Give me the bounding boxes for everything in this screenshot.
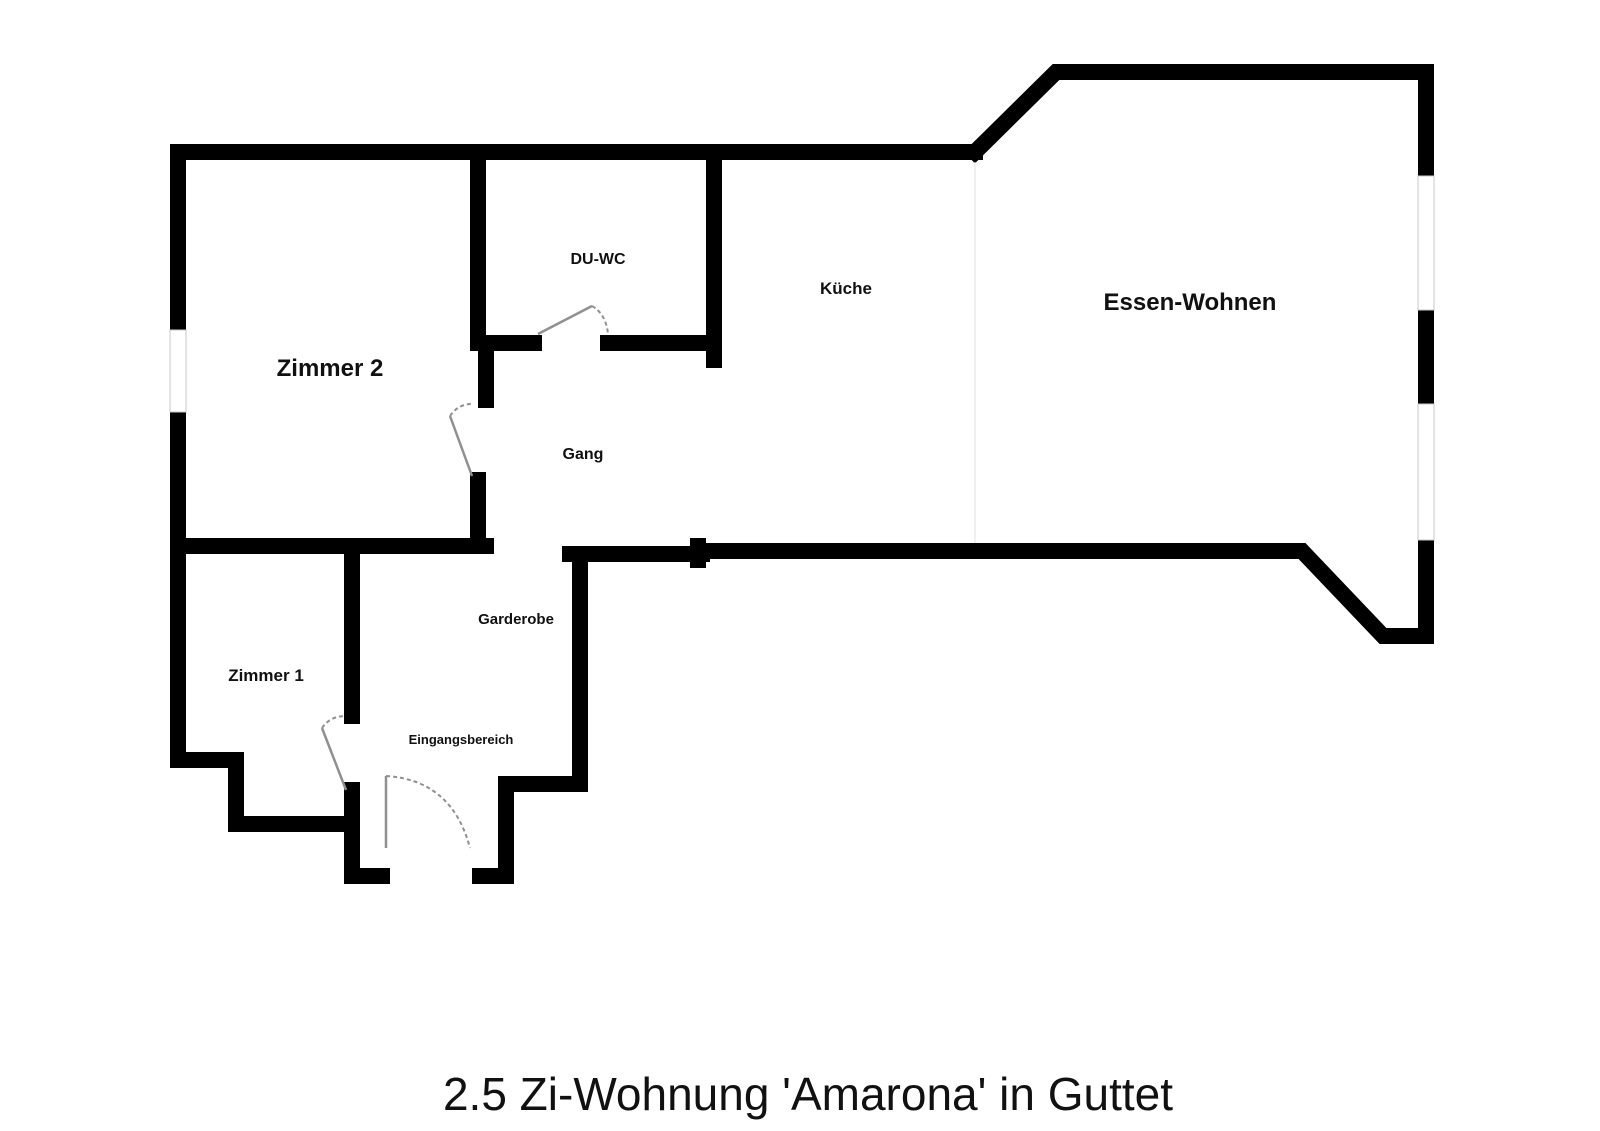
wall-entry-left	[344, 782, 390, 884]
label-gang: Gang	[563, 446, 604, 463]
window-zimmer2	[169, 329, 187, 413]
door-zimmer2-leaf	[448, 415, 474, 477]
door-duwc-swing	[591, 305, 609, 335]
doors	[320, 304, 609, 849]
door-zimmer1-swing	[321, 715, 347, 729]
window-essen-lower	[1417, 403, 1435, 541]
window-essen-upper	[1417, 175, 1435, 311]
room-labels: Zimmer 2 DU-WC Küche Essen-Wohnen Gang G…	[228, 251, 1276, 747]
label-zimmer1: Zimmer 1	[228, 666, 304, 685]
door-zimmer1-leaf	[320, 727, 348, 791]
door-entry-swing	[385, 775, 471, 849]
door-duwc-leaf	[537, 304, 593, 336]
label-eingangsbereich: Eingangsbereich	[409, 732, 514, 747]
plan-title: 2.5 Zi-Wohnung 'Amarona' in Guttet	[443, 1068, 1173, 1120]
wall-zimmer1-left	[170, 538, 354, 832]
door-zimmer2-swing	[449, 403, 473, 417]
walls	[170, 64, 1434, 884]
wall-diagonal-top	[963, 64, 1434, 644]
wall-entry-right	[472, 776, 588, 884]
label-kueche: Küche	[820, 279, 872, 298]
label-garderobe: Garderobe	[478, 611, 554, 628]
label-duwc: DU-WC	[570, 251, 626, 268]
wall-diagonal-bottom	[1012, 543, 1434, 644]
windows	[169, 175, 1435, 541]
label-essen-wohnen: Essen-Wohnen	[1104, 289, 1277, 316]
label-zimmer2: Zimmer 2	[277, 355, 384, 382]
